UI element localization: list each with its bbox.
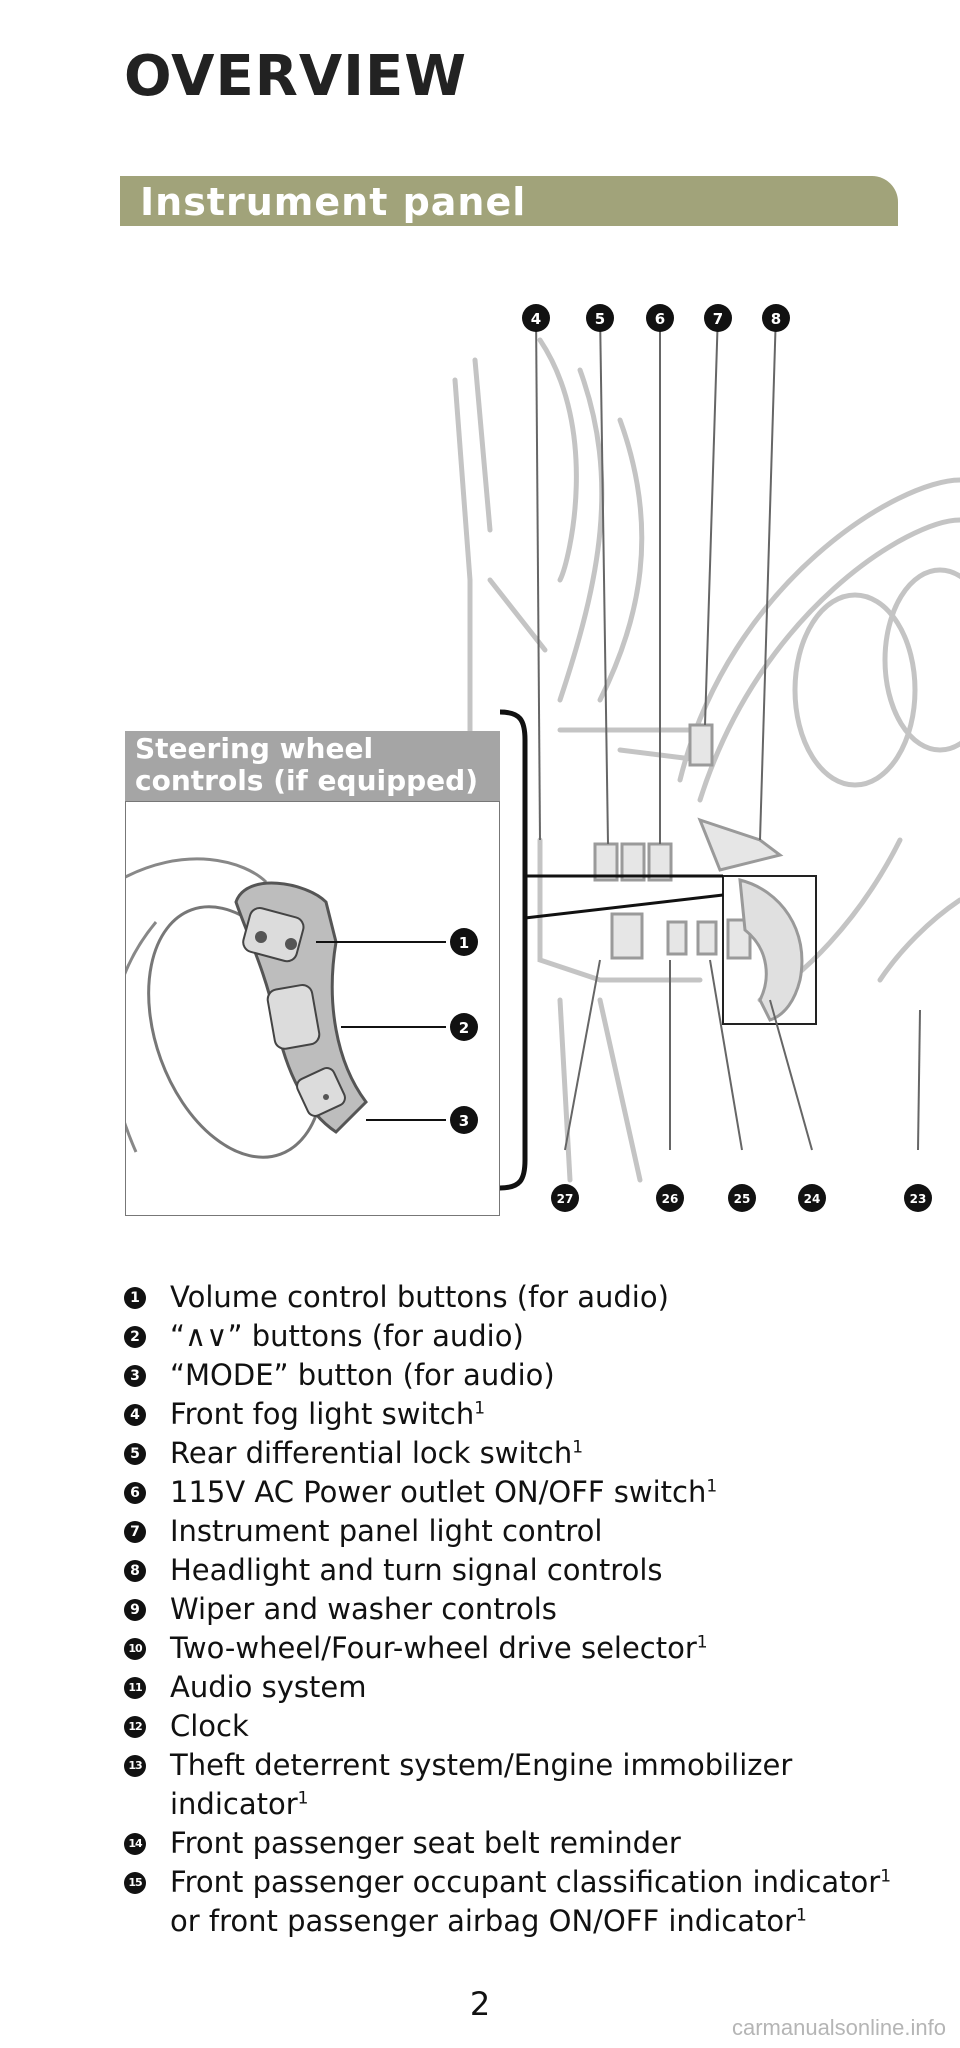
legend-number: 12 [124, 1716, 146, 1738]
legend-item: 12 Clock [124, 1707, 924, 1746]
legend-text: “∧∨” buttons (for audio) [170, 1319, 524, 1353]
legend-number: 9 [124, 1599, 146, 1621]
page-number: 2 [469, 1985, 491, 2023]
legend-text: Wiper and washer controls [170, 1592, 557, 1626]
legend-text: Front fog light switch1 [170, 1397, 486, 1431]
legend-text: Rear differential lock switch1 [170, 1436, 584, 1470]
legend-item: 7 Instrument panel light control [124, 1512, 924, 1551]
legend-text: Headlight and turn signal controls [170, 1553, 663, 1587]
legend-text: Volume control buttons (for audio) [170, 1280, 669, 1314]
legend-number: 14 [124, 1833, 146, 1855]
legend-item: 6 115V AC Power outlet ON/OFF switch1 [124, 1473, 924, 1512]
watermark: carmanualsonline.info [731, 2015, 946, 2040]
callout-7: 7 [713, 310, 723, 328]
legend-item: 10 Two-wheel/Four-wheel drive selector1 [124, 1629, 924, 1668]
legend-item: 4 Front fog light switch1 [124, 1395, 924, 1434]
section-header: Instrument panel [120, 176, 898, 226]
inset-callout-3: 3 [459, 1112, 469, 1130]
legend-number: 1 [124, 1287, 146, 1309]
section-title: Instrument panel [140, 180, 527, 224]
legend-number: 5 [124, 1443, 146, 1465]
callout-8: 8 [771, 310, 781, 328]
callout-6: 6 [655, 310, 665, 328]
legend-item: 13 Theft deterrent system/Engine immobili… [124, 1746, 924, 1824]
steering-wheel-controls-label: Steering wheel controls (if equipped) [125, 731, 500, 801]
steering-wheel-controls-illustration: 1 2 3 [126, 857, 478, 1159]
legend-text: Instrument panel light control [170, 1514, 603, 1548]
callout-24: 24 [804, 1192, 821, 1206]
legend-number: 13 [124, 1755, 146, 1777]
legend-list: 1 Volume control buttons (for audio) 2 “∧∨… [124, 1278, 924, 1941]
legend-item: 11 Audio system [124, 1668, 924, 1707]
legend-number: 10 [124, 1638, 146, 1660]
legend-number: 8 [124, 1560, 146, 1582]
callout-23: 23 [910, 1192, 927, 1206]
legend-text: Two-wheel/Four-wheel drive selector1 [170, 1631, 708, 1665]
legend-number: 2 [124, 1326, 146, 1348]
legend-text: “MODE” button (for audio) [170, 1358, 555, 1392]
callout-4: 4 [531, 310, 541, 328]
legend-item: 15 Front passenger occupant classificatio… [124, 1863, 924, 1941]
legend-number: 6 [124, 1482, 146, 1504]
legend-number: 11 [124, 1677, 146, 1699]
legend-text: Clock [170, 1709, 249, 1743]
legend-item: 2 “∧∨” buttons (for audio) [124, 1317, 924, 1356]
legend-text: Front passenger seat belt reminder [170, 1826, 681, 1860]
steering-label-line1: Steering wheel [135, 732, 374, 765]
inset-callout-1: 1 [459, 934, 469, 952]
instrument-panel-illustration: 4 5 6 7 8 27 26 25 24 23 [452, 304, 960, 1212]
inset-callout-2: 2 [459, 1019, 469, 1037]
legend-number: 4 [124, 1404, 146, 1426]
legend-number: 15 [124, 1872, 146, 1894]
legend-item: 8 Headlight and turn signal controls [124, 1551, 924, 1590]
legend-text: Audio system [170, 1670, 367, 1704]
legend-item: 1 Volume control buttons (for audio) [124, 1278, 924, 1317]
legend-text: Theft deterrent system/Engine immobilize… [170, 1748, 793, 1821]
legend-text: Front passenger occupant classification … [170, 1865, 892, 1938]
legend-number: 3 [124, 1365, 146, 1387]
legend-item: 5 Rear differential lock switch1 [124, 1434, 924, 1473]
legend-item: 14 Front passenger seat belt reminder [124, 1824, 924, 1863]
steering-label-line2: controls (if equipped) [135, 764, 479, 797]
legend-number: 7 [124, 1521, 146, 1543]
legend-text: 115V AC Power outlet ON/OFF switch1 [170, 1475, 718, 1509]
callout-27: 27 [557, 1192, 574, 1206]
steering-wheel-inset: 1 2 3 [125, 801, 500, 1216]
callout-5: 5 [595, 310, 605, 328]
callout-26: 26 [662, 1192, 679, 1206]
legend-item: 3 “MODE” button (for audio) [124, 1356, 924, 1395]
legend-item: 9 Wiper and washer controls [124, 1590, 924, 1629]
callout-25: 25 [734, 1192, 751, 1206]
page-title: OVERVIEW [124, 44, 468, 109]
